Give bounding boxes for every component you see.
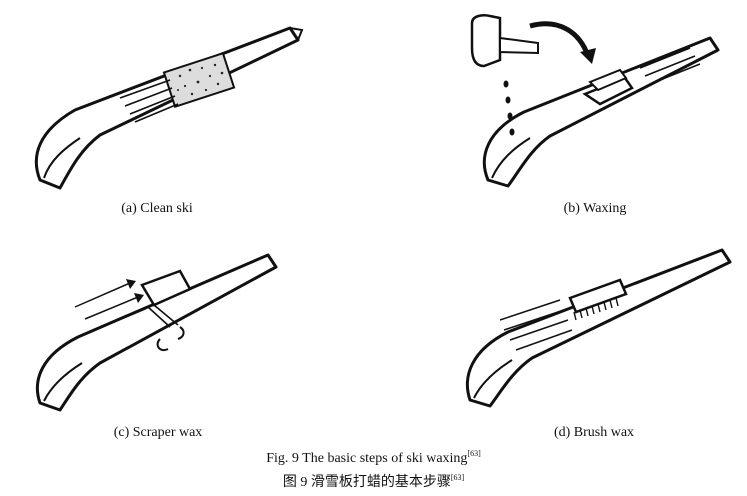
ski-waxing-illustration: [470, 14, 720, 188]
panel-waxing: [460, 8, 740, 198]
panel-scraper-wax: [30, 245, 300, 420]
caption-brush-wax: (d) Brush wax: [553, 425, 635, 440]
figure-ref-zh: [63]: [450, 473, 465, 482]
panel-brush-wax: [460, 240, 740, 415]
caption-waxing: (b) Waxing: [563, 201, 627, 216]
ski-clean-illustration: [34, 26, 304, 190]
panel-clean-ski: [20, 10, 320, 200]
figure-caption-en: Fig. 9 The basic steps of ski waxing[63]: [0, 449, 747, 467]
caption-clean-ski: (a) Clean ski: [121, 201, 193, 216]
ski-scraper-illustration: [35, 253, 278, 412]
caption-scraper-wax: (c) Scraper wax: [113, 425, 203, 440]
ski-brush-illustration: [465, 248, 732, 408]
figure-caption-zh: 图 9 滑雪板打蜡的基本步骤[63]: [0, 471, 747, 491]
figure-caption-zh-text: 图 9 滑雪板打蜡的基本步骤: [282, 475, 451, 490]
figure-ref-en: [63]: [467, 449, 481, 458]
figure-caption-en-text: Fig. 9 The basic steps of ski waxing: [266, 451, 468, 466]
